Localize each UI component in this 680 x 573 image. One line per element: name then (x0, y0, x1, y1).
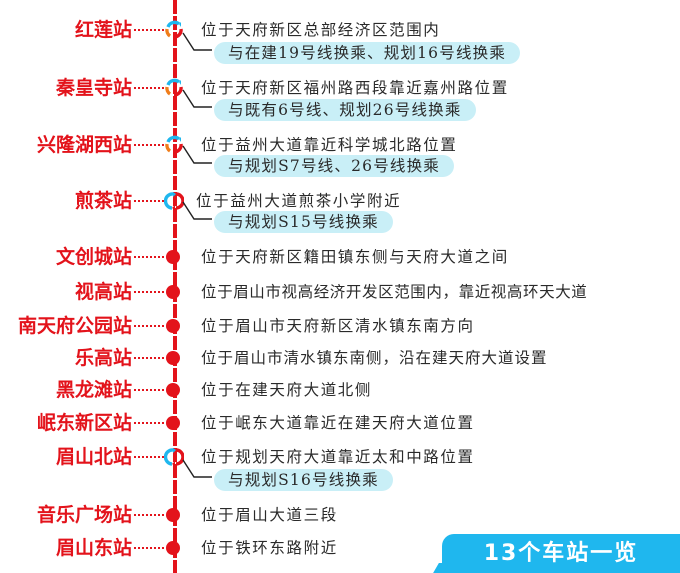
station-name: 岷东新区站 (36, 412, 132, 434)
station-row-yinyueguangchang: 音乐广场站 位于眉山大道三段 (0, 503, 680, 527)
transfer-station-icon (164, 192, 184, 210)
station-name: 红莲站 (74, 19, 132, 41)
station-name: 视高站 (74, 281, 132, 303)
station-name: 音乐广场站 (36, 504, 132, 526)
station-row-meishanbei: 眉山北站 位于规划天府大道靠近太和中路位置 (0, 445, 680, 469)
transfer-row-honglian: 与在建19号线换乘、规划16号线换乘 (0, 32, 680, 64)
station-row-jiancha: 煎茶站 位于益州大道煎茶小学附近 (0, 189, 680, 213)
station-description: 位于天府新区福州路西段靠近嘉州路位置 (201, 79, 509, 97)
dotted-leader (134, 547, 164, 549)
connector-elbow (182, 32, 212, 51)
dotted-leader (134, 200, 164, 202)
dotted-leader (134, 422, 164, 424)
dotted-leader (134, 456, 164, 458)
transfer-row-meishanbei: 与规划S16号线换乘 (0, 459, 680, 491)
station-description: 位于眉山市天府新区清水镇东南方向 (201, 317, 475, 335)
dotted-leader (134, 514, 164, 516)
connector-elbow (182, 145, 212, 164)
dotted-leader (134, 144, 164, 146)
dotted-leader (134, 357, 164, 359)
station-description: 位于铁环东路附近 (201, 539, 338, 557)
station-row-shigao: 视高站 位于眉山市视高经济开发区范围内，靠近视高环天大道 (0, 280, 680, 304)
station-description: 位于在建天府大道北侧 (201, 381, 373, 399)
station-name: 兴隆湖西站 (36, 134, 132, 156)
station-dot-icon (166, 416, 180, 430)
station-row-honglian: 红莲站 位于天府新区总部经济区范围内 (0, 18, 680, 42)
station-name: 秦皇寺站 (55, 77, 132, 99)
station-name: 煎茶站 (74, 190, 132, 212)
dotted-leader (134, 389, 164, 391)
station-dot-icon (166, 541, 180, 555)
station-row-mindongxinqu: 岷东新区站 位于岷东大道靠近在建天府大道位置 (0, 411, 680, 435)
transfer-row-jiancha: 与规划S15号线换乘 (0, 201, 680, 233)
station-name: 南天府公园站 (17, 315, 132, 337)
station-name: 乐高站 (74, 347, 132, 369)
dotted-leader (134, 325, 164, 327)
station-dot-icon (166, 319, 180, 333)
station-row-meishandong: 眉山东站 位于铁环东路附近 (0, 536, 680, 560)
station-dot-icon (166, 250, 180, 264)
dotted-leader (134, 29, 164, 31)
station-name: 眉山北站 (55, 446, 132, 468)
station-description: 位于眉山市清水镇东南侧，沿在建天府大道设置 (201, 349, 548, 367)
dotted-leader (134, 256, 164, 258)
station-description: 位于规划天府大道靠近太和中路位置 (201, 448, 475, 466)
station-description: 位于天府新区总部经济区范围内 (201, 21, 441, 39)
station-row-nantianfugongyuan: 南天府公园站 位于眉山市天府新区清水镇东南方向 (0, 314, 680, 338)
station-row-qinhuangsi: 秦皇寺站 位于天府新区福州路西段靠近嘉州路位置 (0, 76, 680, 100)
transfer-info-pill: 与规划S7号线、26号线换乘 (214, 155, 455, 177)
transfer-station-icon (165, 135, 183, 154)
dotted-leader (134, 87, 164, 89)
station-dot-icon (166, 285, 180, 299)
transfer-info-pill: 与既有6号线、规划26号线换乘 (214, 99, 476, 121)
transfer-info-pill: 与在建19号线换乘、规划16号线换乘 (214, 42, 521, 64)
transfer-row-qinhuangsi: 与既有6号线、规划26号线换乘 (0, 89, 680, 121)
transfer-row-xinglonghuxi: 与规划S7号线、26号线换乘 (0, 145, 680, 177)
transfer-info-pill: 与规划S16号线换乘 (214, 469, 393, 491)
connector-elbow (182, 201, 212, 220)
station-description: 位于益州大道煎茶小学附近 (196, 192, 402, 210)
station-name: 文创城站 (55, 246, 132, 268)
station-description: 位于眉山市视高经济开发区范围内，靠近视高环天大道 (201, 283, 588, 301)
station-name: 黑龙滩站 (55, 379, 132, 401)
connector-elbow (182, 459, 212, 478)
station-row-heilongtan: 黑龙滩站 位于在建天府大道北侧 (0, 378, 680, 402)
transfer-station-icon (165, 78, 183, 97)
station-name: 眉山东站 (55, 537, 132, 559)
connector-elbow (182, 89, 212, 108)
transfer-info-pill: 与规划S15号线换乘 (214, 211, 393, 233)
dotted-leader (134, 291, 164, 293)
transfer-station-icon (164, 448, 184, 466)
station-row-xinglonghuxi: 兴隆湖西站 位于益州大道靠近科学城北路位置 (0, 133, 680, 157)
station-description: 位于益州大道靠近科学城北路位置 (201, 136, 458, 154)
station-dot-icon (166, 508, 180, 522)
station-row-legao: 乐高站 位于眉山市清水镇东南侧，沿在建天府大道设置 (0, 346, 680, 370)
station-description: 位于岷东大道靠近在建天府大道位置 (201, 414, 475, 432)
station-description: 位于天府新区籍田镇东侧与天府大道之间 (201, 248, 509, 266)
station-dot-icon (166, 351, 180, 365)
station-description: 位于眉山大道三段 (201, 506, 338, 524)
station-row-wenchuangcheng: 文创城站 位于天府新区籍田镇东侧与天府大道之间 (0, 245, 680, 269)
title-banner: 13个车站一览 (442, 534, 680, 573)
transfer-station-icon (165, 20, 183, 39)
station-dot-icon (166, 383, 180, 397)
